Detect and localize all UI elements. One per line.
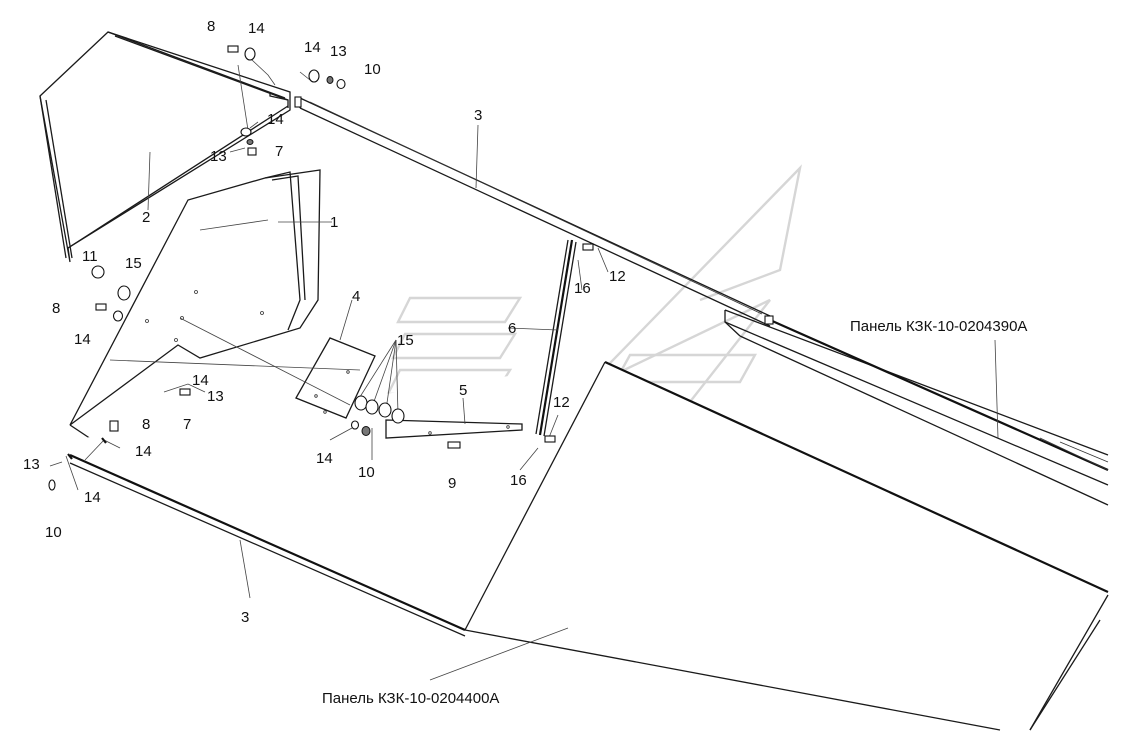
washer-14-top bbox=[244, 47, 256, 61]
callout-2: 2 bbox=[142, 209, 150, 226]
callout-10: 10 bbox=[45, 524, 62, 541]
callout-7: 7 bbox=[183, 416, 191, 433]
nut-10-far bbox=[48, 479, 56, 491]
callout-8: 8 bbox=[52, 300, 60, 317]
rail-end-cap bbox=[294, 96, 302, 108]
callout-14: 14 bbox=[84, 489, 101, 506]
washer-13-mid bbox=[246, 139, 254, 145]
callout-7: 7 bbox=[275, 143, 283, 160]
callout-12: 12 bbox=[609, 268, 626, 285]
callout-13: 13 bbox=[23, 456, 40, 473]
callout-15: 15 bbox=[125, 255, 142, 272]
part-4-bracket-plate bbox=[295, 337, 376, 419]
callout-8: 8 bbox=[142, 416, 150, 433]
callout-14: 14 bbox=[74, 331, 91, 348]
callout-15: 15 bbox=[397, 332, 414, 349]
washer-13-far bbox=[67, 453, 73, 460]
callout-14: 14 bbox=[267, 111, 284, 128]
part-2-side-shield bbox=[39, 31, 291, 263]
washer-14-mid bbox=[240, 127, 252, 137]
callout-16: 16 bbox=[510, 472, 527, 489]
bolt-8-top bbox=[227, 45, 239, 53]
callout-13: 13 bbox=[210, 148, 227, 165]
panel-right bbox=[724, 309, 1109, 506]
callout-12: 12 bbox=[553, 394, 570, 411]
callout-5: 5 bbox=[459, 382, 467, 399]
callout-14: 14 bbox=[248, 20, 265, 37]
callout-1: 1 bbox=[330, 214, 338, 231]
callout-13: 13 bbox=[207, 388, 224, 405]
nut-11 bbox=[91, 265, 105, 279]
washer-14-lower bbox=[350, 420, 360, 430]
nut-10-mid bbox=[361, 426, 371, 436]
callout-11: 11 bbox=[82, 248, 98, 265]
callout-13: 13 bbox=[330, 43, 347, 60]
washer-15-d bbox=[391, 408, 405, 424]
callout-9: 9 bbox=[448, 475, 456, 492]
washer-14-left bbox=[112, 310, 124, 322]
callout-16: 16 bbox=[574, 280, 591, 297]
washer-15-a bbox=[354, 395, 368, 411]
callout-10: 10 bbox=[358, 464, 375, 481]
nut-10-top bbox=[336, 78, 346, 90]
panel-bottom-label: Панель КЗК-10-0204400А bbox=[322, 690, 499, 707]
pin-12-bottom bbox=[544, 435, 556, 443]
bolt-7-lower bbox=[179, 388, 191, 396]
leader-lines bbox=[49, 59, 999, 681]
part-5-strip bbox=[385, 419, 523, 439]
panel-right-label: Панель КЗК-10-0204390А bbox=[850, 318, 1027, 335]
washer-15-b bbox=[365, 399, 379, 415]
callout-3: 3 bbox=[241, 609, 249, 626]
bolt-8-left bbox=[95, 303, 107, 311]
hardware bbox=[48, 45, 774, 491]
callout-6: 6 bbox=[508, 320, 516, 337]
callout-14: 14 bbox=[304, 39, 321, 56]
callout-14: 14 bbox=[192, 372, 209, 389]
rail-end-cap-right bbox=[764, 315, 774, 325]
callout-8: 8 bbox=[207, 18, 215, 35]
panel-bottom bbox=[69, 360, 1109, 731]
bolt-9 bbox=[447, 441, 461, 449]
washer-14-right bbox=[308, 69, 320, 83]
callout-10: 10 bbox=[364, 61, 381, 78]
washer-13-top bbox=[326, 76, 334, 84]
callout-3: 3 bbox=[474, 107, 482, 124]
bolt-8-lower bbox=[109, 420, 119, 432]
bolt-7-top bbox=[247, 147, 257, 156]
callouts: 8 14 14 13 10 3 14 13 7 2 1 11 15 8 14 4… bbox=[23, 18, 626, 626]
washer-15-left bbox=[117, 285, 131, 301]
part-6-rod bbox=[535, 239, 577, 437]
pin-12-top bbox=[582, 243, 594, 251]
callout-14: 14 bbox=[316, 450, 333, 467]
washer-14-far bbox=[101, 437, 107, 444]
callout-14: 14 bbox=[135, 443, 152, 460]
callout-4: 4 bbox=[352, 288, 360, 305]
washer-15-c bbox=[378, 402, 392, 418]
part-3-top-rail bbox=[299, 97, 771, 327]
